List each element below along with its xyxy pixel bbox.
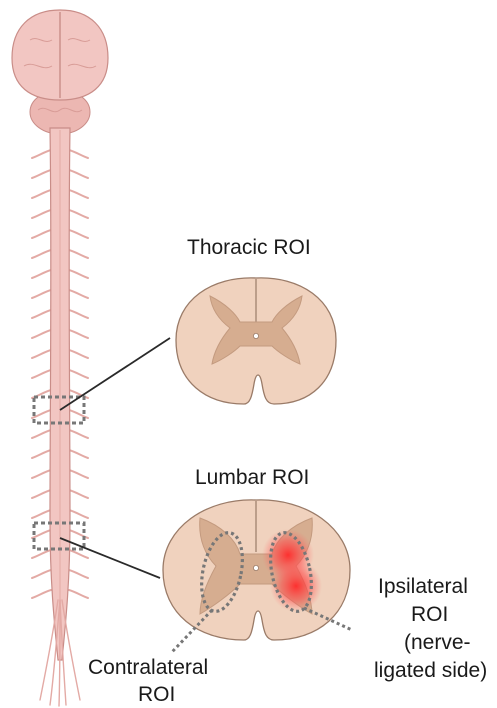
spinal-nerve-root [32,570,51,578]
spinal-nerve-root [69,190,88,198]
spinal-nerve-root [69,570,88,578]
spinal-nerve-root [32,270,51,278]
spinal-nerve-root [32,210,51,218]
ipsilateral-roi-label-line2: ROI [411,603,448,627]
spinal-nerve-root [69,150,88,158]
spinal-nerve-root [69,270,88,278]
ipsilateral-roi-label-line1: Ipsilateral [378,575,468,599]
brain-illustration [12,10,108,134]
lumbar-roi-label: Lumbar ROI [195,466,309,490]
spinal-nerve-root [32,510,51,518]
spinal-nerve-root [69,450,88,458]
thoracic-cross-section [176,278,336,404]
spinal-nerve-root [69,310,88,318]
spinal-nerve-root [32,490,51,498]
spinal-nerve-root [32,250,51,258]
spinal-nerve-root [69,170,88,178]
spinal-nerve-root [32,450,51,458]
spinal-nerve-root [32,370,51,378]
spinal-nerve-root [69,370,88,378]
spinal-nerve-root [32,230,51,238]
spinal-nerve-root [69,470,88,478]
contralateral-roi-label-line1: Contralateral [88,656,208,680]
spinal-nerve-root [69,430,88,438]
spinal-nerve-root [32,350,51,358]
spinal-nerve-root [32,170,51,178]
lumbar-cross-section [163,500,352,652]
spinal-nerve-root [32,150,51,158]
spinal-cord-illustration [32,128,88,706]
spinal-nerve-root [69,550,88,558]
spinal-nerve-root [69,490,88,498]
ipsilateral-roi-label-line4: ligated side) [374,659,487,683]
spinal-nerve-root [69,210,88,218]
spinal-nerve-root [32,550,51,558]
spinal-nerve-root [69,230,88,238]
spinal-nerve-root [69,250,88,258]
spinal-nerve-root [69,350,88,358]
spinal-nerve-root [69,330,88,338]
spinal-nerve-root [32,590,51,598]
ipsilateral-roi-label-line3: (nerve- [404,631,471,655]
thoracic-roi-label: Thoracic ROI [187,236,311,260]
spinal-nerve-root [69,510,88,518]
contralateral-roi-label-line2: ROI [138,683,175,707]
spinal-nerve-root [32,430,51,438]
spinal-nerve-root [69,590,88,598]
spinal-nerve-root [32,310,51,318]
spinal-nerve-root [32,290,51,298]
spinal-nerve-root [32,470,51,478]
spinal-nerve-root [32,190,51,198]
spinal-nerve-root [69,290,88,298]
inflammation-spot-lower [270,560,322,612]
spinal-nerve-root [32,330,51,338]
